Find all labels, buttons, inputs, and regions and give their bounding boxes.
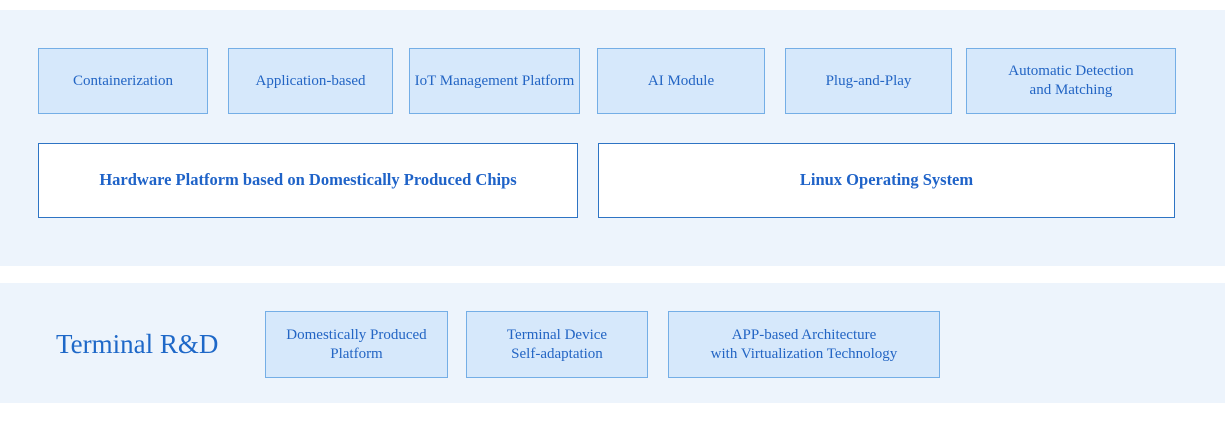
feature-box-plug-and-play: Plug-and-Play: [785, 48, 952, 114]
feature-box-containerization: Containerization: [38, 48, 208, 114]
feature-box-iot-management-platform: IoT Management Platform: [409, 48, 580, 114]
feature-box-application-based: Application-based: [228, 48, 393, 114]
terminal-rd-title: Terminal R&D: [56, 329, 219, 359]
feature-box-automatic-detection-matching: Automatic Detection and Matching: [966, 48, 1176, 114]
feature-box-ai-module: AI Module: [597, 48, 765, 114]
platform-box-hardware-platform: Hardware Platform based on Domestically …: [38, 143, 578, 218]
platform-box-linux-operating-system: Linux Operating System: [598, 143, 1175, 218]
terminal-box-terminal-device-self-adaptation: Terminal Device Self-adaptation: [466, 311, 648, 378]
terminal-box-domestically-produced-platform: Domestically Produced Platform: [265, 311, 448, 378]
terminal-box-app-based-architecture: APP-based Architecture with Virtualizati…: [668, 311, 940, 378]
